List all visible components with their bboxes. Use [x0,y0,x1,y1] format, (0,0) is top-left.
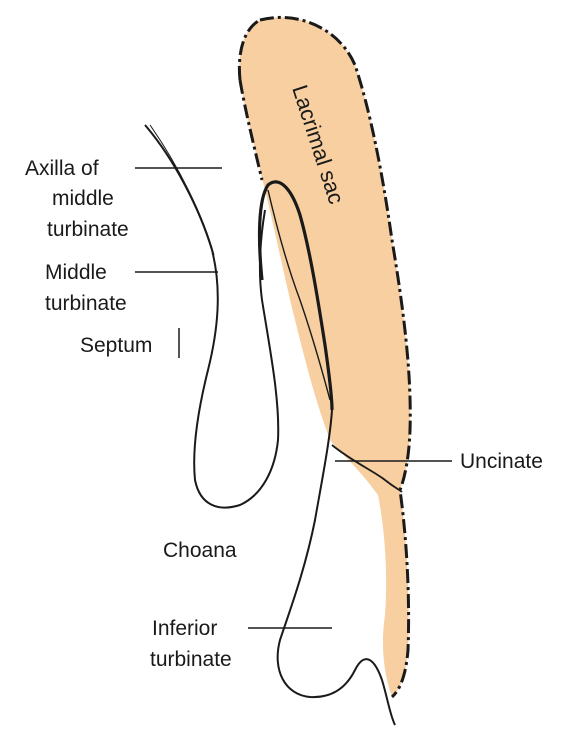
axilla-label-line2: middle [52,187,114,210]
septum-outline [145,125,278,508]
axilla-label-line3: turbinate [47,218,129,241]
middle-turbinate-label-line1: Middle [45,261,107,284]
middle-turbinate-label-line2: turbinate [45,292,127,315]
inferior-turbinate-label-line1: Inferior [152,617,217,640]
choana-label: Choana [163,539,237,562]
lacrimal-sac-shape [239,17,410,697]
inferior-turbinate-label-line2: turbinate [150,648,232,671]
septum-label: Septum [80,334,152,357]
axilla-label-line1: Axilla of [25,157,99,180]
uncinate-label: Uncinate [460,450,543,473]
